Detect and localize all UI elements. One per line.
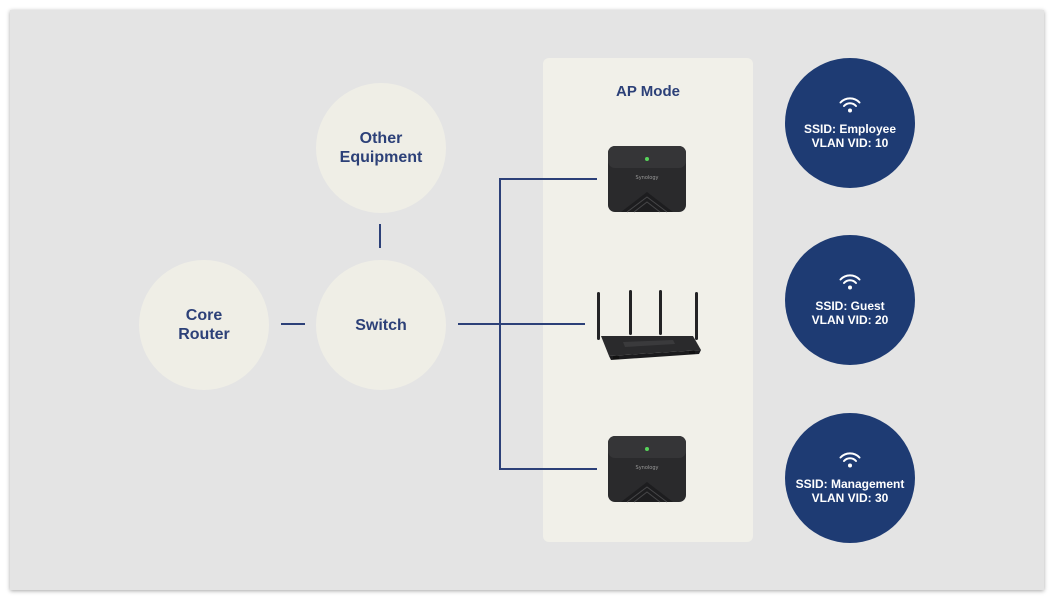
ssid-name: SSID: Management: [795, 476, 905, 491]
link-trunk-bottom-ap: [499, 468, 597, 470]
ssid-employee-node: SSID: Employee VLAN VID: 10: [785, 58, 915, 188]
core-router-label-line2: Router: [178, 326, 230, 343]
switch-node: Switch: [316, 260, 446, 390]
switch-label: Switch: [355, 316, 407, 334]
core-router-label-line1: Core: [185, 307, 223, 324]
wifi-icon: [839, 273, 861, 289]
brand-label: Synology: [636, 465, 659, 471]
link-router-switch: [281, 323, 305, 325]
other-equipment-label-line2: Equipment: [339, 149, 423, 166]
other-equipment-node: Other Equipment: [316, 83, 446, 213]
wifi-router-icon: [597, 290, 701, 360]
link-equipment-switch: [379, 224, 381, 248]
brand-label: Synology: [636, 175, 659, 181]
other-equipment-label-line1: Other: [359, 130, 403, 147]
link-trunk-top-ap: [499, 178, 597, 180]
ssid-guest-node: SSID: Guest VLAN VID: 20: [785, 235, 915, 365]
wifi-icon: [839, 451, 861, 467]
wifi-icon: [839, 96, 861, 112]
link-switch-trunk: [458, 323, 585, 325]
ssid-vlan: VLAN VID: 20: [811, 312, 889, 327]
ssid-name: SSID: Guest: [815, 298, 885, 313]
mesh-router-icon: Synology: [608, 146, 686, 213]
link-trunk-vertical: [499, 178, 501, 470]
ssid-management-node: SSID: Management VLAN VID: 30: [785, 413, 915, 543]
ssid-vlan: VLAN VID: 30: [811, 490, 889, 505]
diagram-canvas: Other Equipment Core Router Switch AP Mo…: [10, 10, 1044, 590]
ssid-vlan: VLAN VID: 10: [811, 135, 889, 150]
mesh-router-icon: Synology: [608, 436, 686, 503]
ap-mode-title: AP Mode: [616, 83, 680, 100]
core-router-node: Core Router: [139, 260, 269, 390]
ssid-name: SSID: Employee: [803, 121, 897, 136]
